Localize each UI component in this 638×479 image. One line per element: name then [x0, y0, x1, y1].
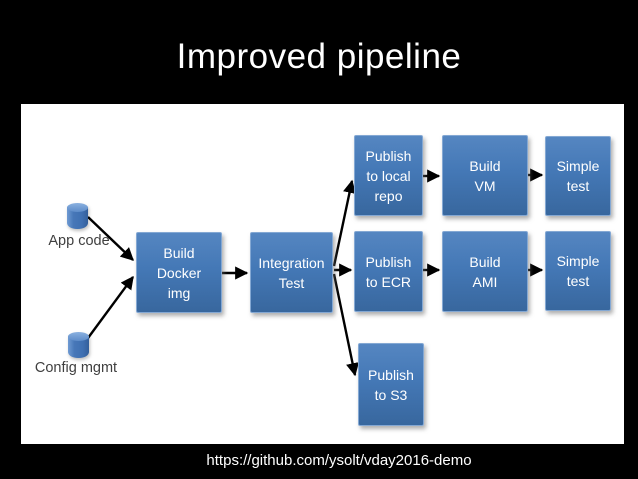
node-integration-test: Integration Test	[250, 232, 333, 313]
cylinder-top	[67, 203, 88, 212]
source-label-app-code: App code	[48, 233, 110, 249]
diagram-panel: App code Config mgmt Build Docker img In…	[21, 104, 624, 444]
node-simple-test-vm: Simple test	[545, 136, 611, 216]
node-build-ami: Build AMI	[442, 231, 528, 312]
footer-url: https://github.com/ysolt/vday2016-demo	[206, 452, 472, 469]
node-publish-to-ecr: Publish to ECR	[354, 231, 423, 312]
cylinder-body	[68, 336, 89, 358]
cylinder-top	[68, 332, 89, 341]
arrow-integration-to-publish-local	[332, 179, 356, 267]
node-publish-to-local-repo: Publish to local repo	[354, 135, 423, 216]
arrow-integration-to-publish-s3	[332, 273, 360, 377]
source-label-config-mgmt: Config mgmt	[34, 360, 118, 376]
node-publish-to-s3: Publish to S3	[358, 343, 424, 426]
database-cylinder-icon	[68, 332, 89, 358]
slide-title: Improved pipeline	[176, 37, 462, 76]
arrow-config-mgmt-to-build-docker	[87, 275, 134, 339]
database-cylinder-icon	[67, 203, 88, 229]
node-build-vm: Build VM	[442, 135, 528, 216]
cylinder-body	[67, 207, 88, 229]
node-build-docker-img: Build Docker img	[136, 232, 222, 313]
node-simple-test-ami: Simple test	[545, 231, 611, 311]
